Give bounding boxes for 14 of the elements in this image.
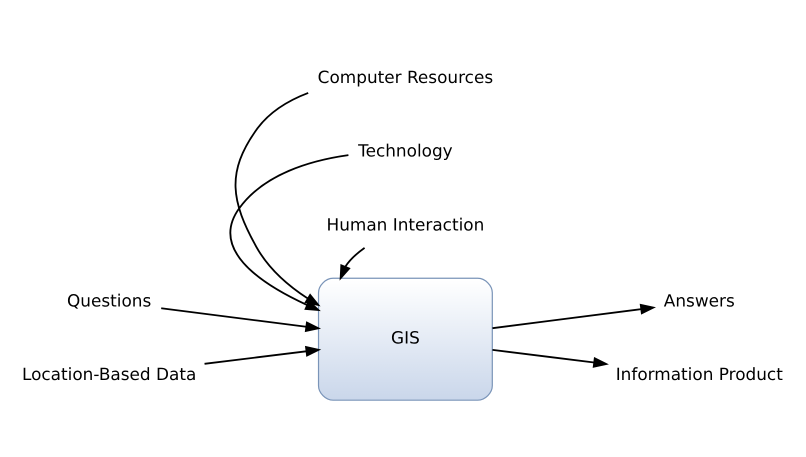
arrow bbox=[161, 307, 322, 332]
arrow bbox=[204, 346, 322, 365]
node-text: Location-Based Data bbox=[22, 364, 196, 384]
node-text: Questions bbox=[66, 290, 152, 310]
node-text: Answers bbox=[664, 290, 735, 310]
arrow bbox=[492, 304, 656, 330]
node-text: Information Product bbox=[616, 364, 783, 384]
node-box: GIS bbox=[318, 278, 493, 401]
node-text: Computer Resources bbox=[318, 67, 494, 88]
arrow bbox=[340, 247, 366, 281]
node-text: Human Interaction bbox=[326, 214, 484, 234]
node-text: Technology bbox=[358, 140, 453, 161]
arrow bbox=[230, 154, 349, 312]
arrow bbox=[492, 349, 609, 368]
